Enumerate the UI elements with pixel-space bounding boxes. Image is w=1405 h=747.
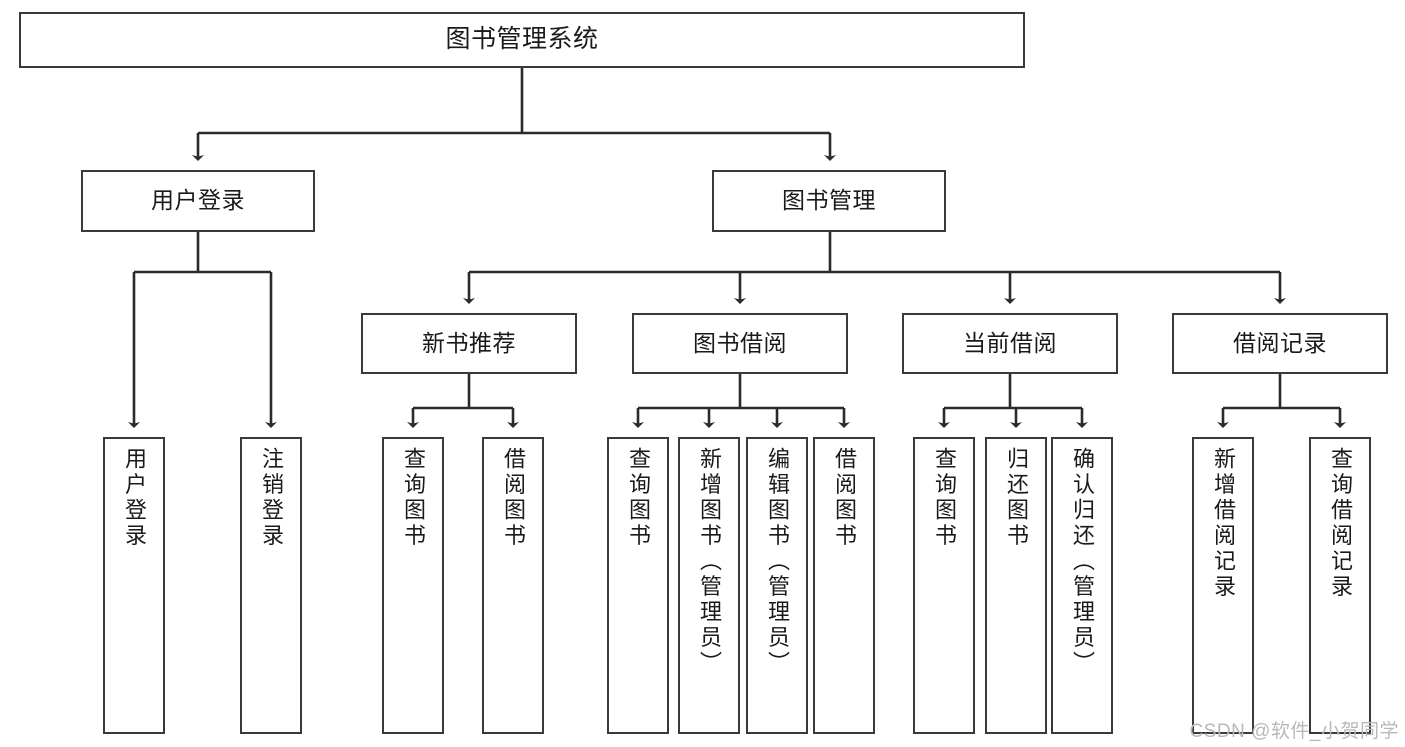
node-label: 图书借阅 (693, 329, 787, 356)
leaf-query-book-current[interactable]: 查询图书 (913, 437, 975, 734)
node-label: 编辑图书（管理员） (765, 447, 790, 677)
leaf-user-login[interactable]: 用户登录 (103, 437, 165, 734)
leaf-borrow-book[interactable]: 借阅图书 (813, 437, 875, 734)
node-label: 图书管理 (782, 187, 876, 214)
leaf-add-book-admin[interactable]: 新增图书（管理员） (678, 437, 740, 734)
node-label: 确认归还（管理员） (1070, 447, 1095, 677)
node-label: 查询图书 (932, 447, 957, 549)
node-label: 用户登录 (122, 447, 147, 549)
node-label: 查询借阅记录 (1328, 447, 1353, 600)
csdn-watermark: CSDN @软件_小贺同学 (1189, 721, 1399, 742)
node-label: 新增图书（管理员） (697, 447, 722, 677)
node-label: 注销登录 (259, 447, 284, 549)
leaf-confirm-return-admin[interactable]: 确认归还（管理员） (1051, 437, 1113, 734)
leaf-return-book[interactable]: 归还图书 (985, 437, 1047, 734)
leaf-query-book-recommend[interactable]: 查询图书 (382, 437, 444, 734)
leaf-logout[interactable]: 注销登录 (240, 437, 302, 734)
node-user-login[interactable]: 用户登录 (81, 170, 315, 232)
node-book-borrow[interactable]: 图书借阅 (632, 313, 848, 374)
node-label: 新书推荐 (422, 329, 516, 356)
node-root-system[interactable]: 图书管理系统 (19, 12, 1025, 68)
leaf-edit-book-admin[interactable]: 编辑图书（管理员） (746, 437, 808, 734)
leaf-add-borrow-record[interactable]: 新增借阅记录 (1192, 437, 1254, 734)
node-new-book-recommend[interactable]: 新书推荐 (361, 313, 577, 374)
node-label: 查询图书 (626, 447, 651, 549)
node-current-borrow[interactable]: 当前借阅 (902, 313, 1118, 374)
leaf-borrow-book-recommend[interactable]: 借阅图书 (482, 437, 544, 734)
node-borrow-record[interactable]: 借阅记录 (1172, 313, 1388, 374)
node-label: 借阅图书 (501, 447, 526, 549)
node-label: 查询图书 (401, 447, 426, 549)
leaf-query-borrow-record[interactable]: 查询借阅记录 (1309, 437, 1371, 734)
node-label: 当前借阅 (963, 329, 1057, 356)
node-label: 新增借阅记录 (1211, 447, 1236, 600)
node-label: 借阅记录 (1233, 329, 1327, 356)
leaf-query-book-borrow[interactable]: 查询图书 (607, 437, 669, 734)
node-label: 归还图书 (1004, 447, 1029, 549)
node-label: 图书管理系统 (445, 25, 599, 54)
node-book-management[interactable]: 图书管理 (712, 170, 946, 232)
node-label: 用户登录 (151, 187, 245, 214)
node-label: 借阅图书 (832, 447, 857, 549)
